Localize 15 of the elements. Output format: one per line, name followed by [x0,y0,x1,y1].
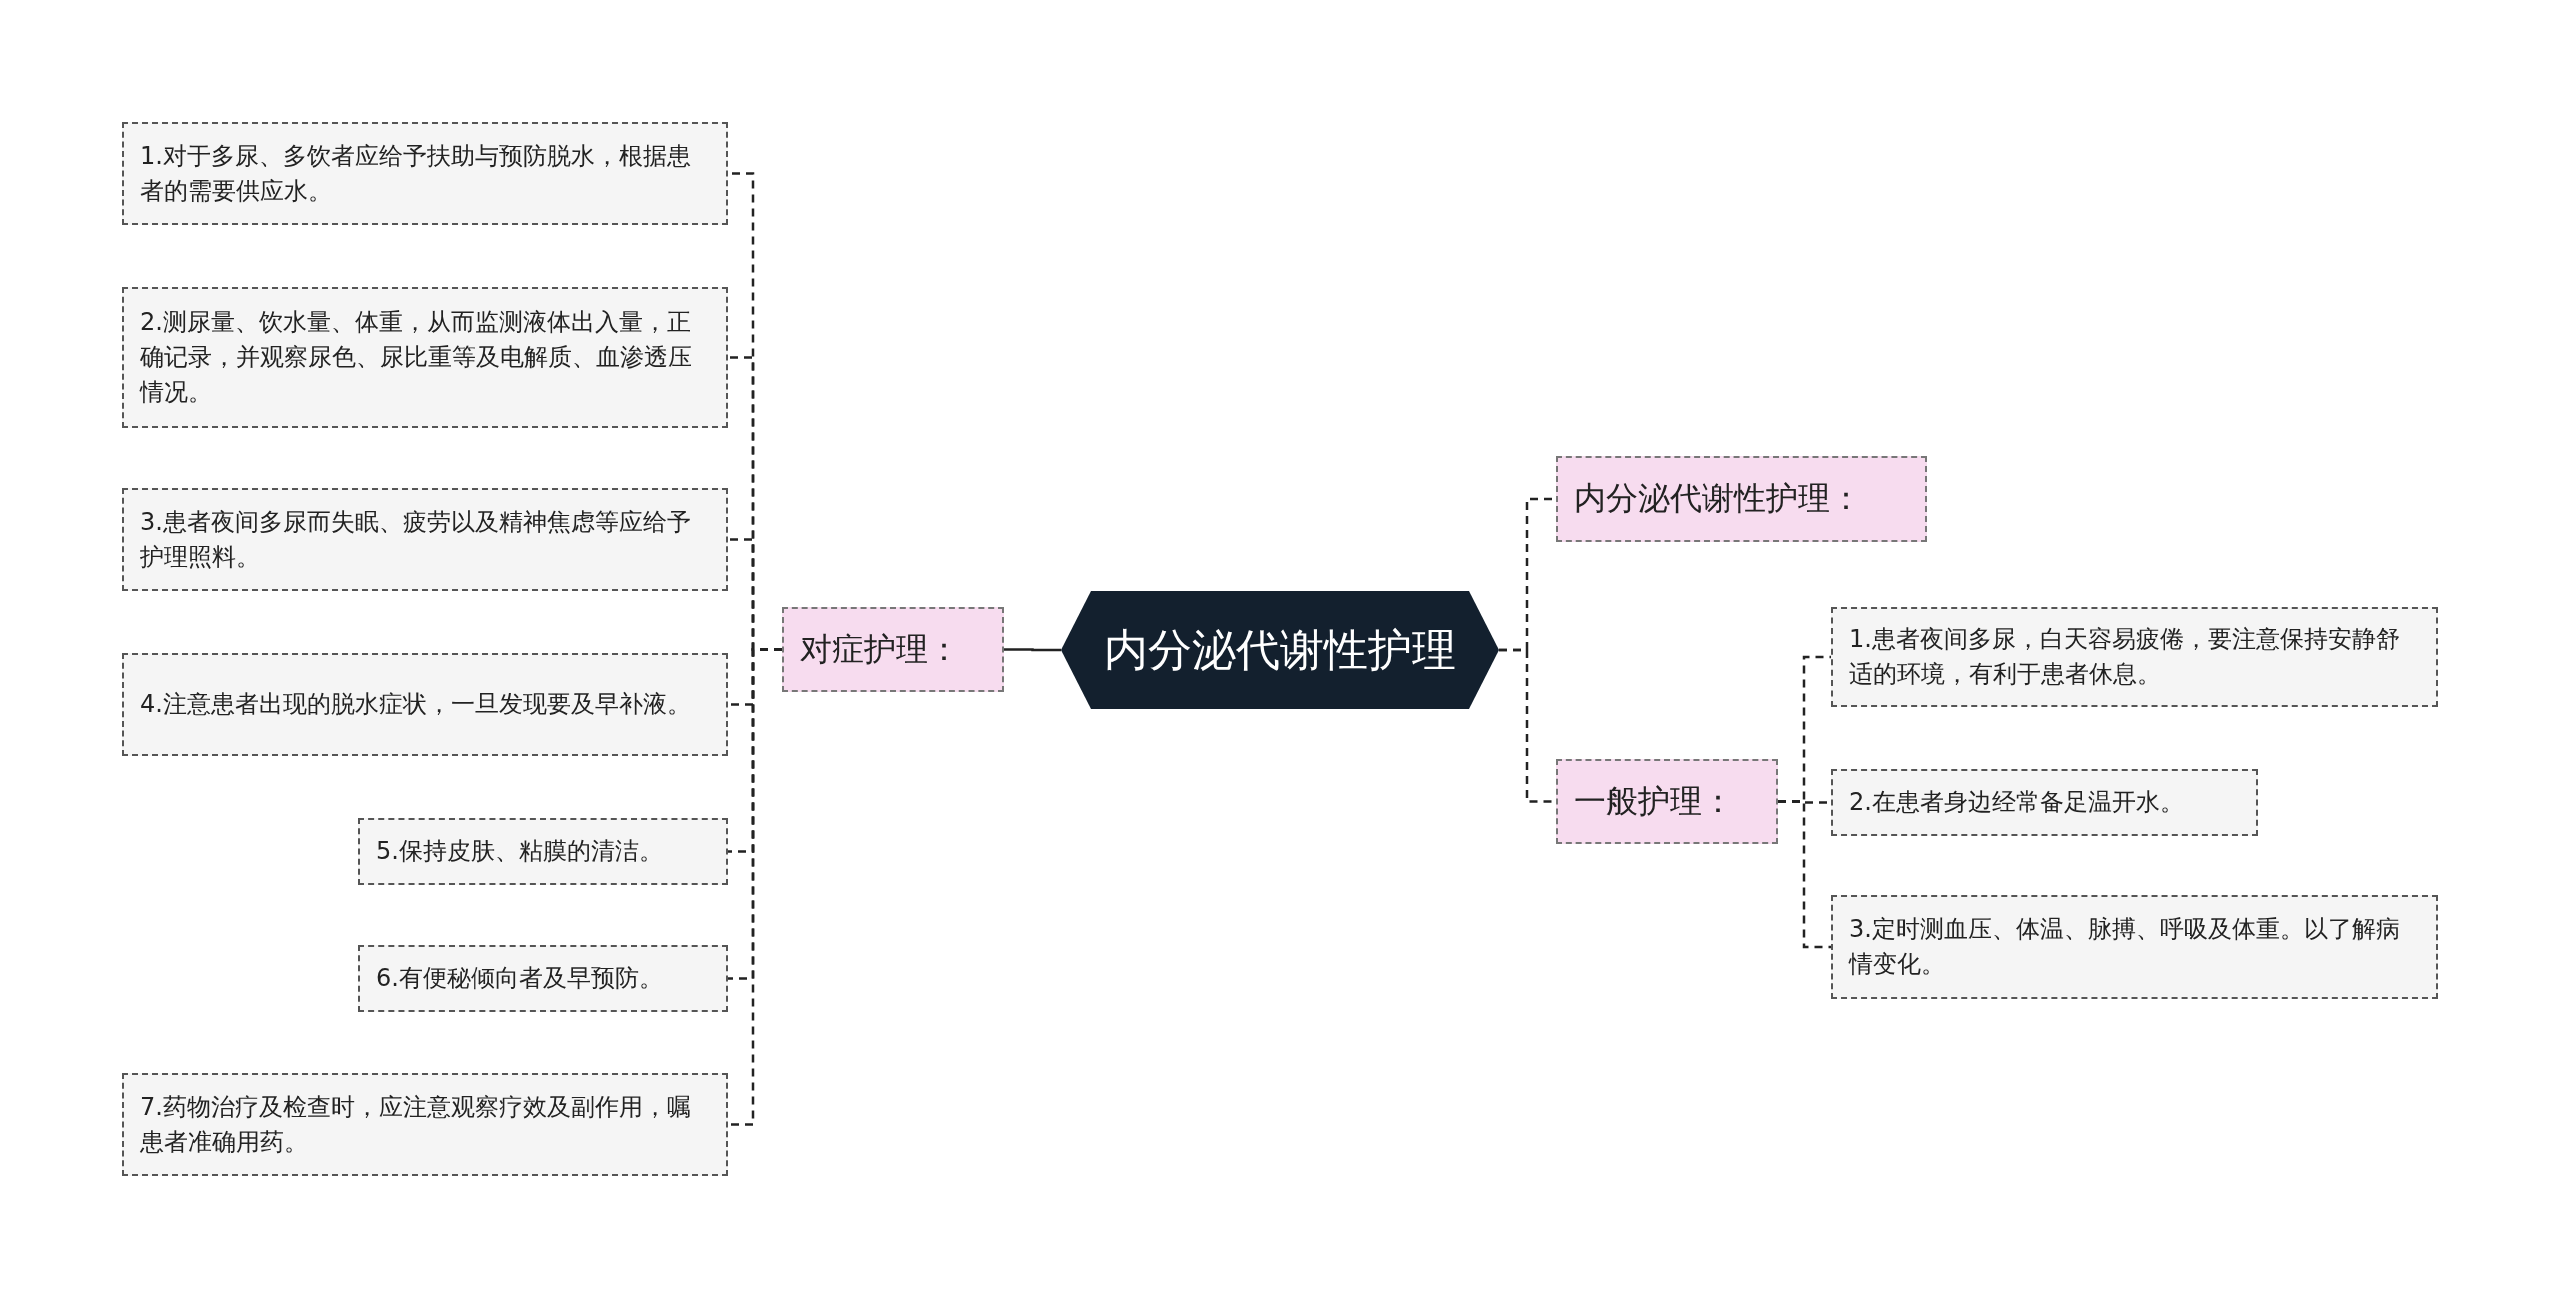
note-box: 6.有便秘倾向者及早预防。 [358,945,728,1012]
topic-box: 一般护理： [1556,759,1778,844]
topic-box: 对症护理： [782,607,1004,692]
note-box: 2.在患者身边经常备足温开水。 [1831,769,2258,836]
note-box: 7.药物治疗及检查时，应注意观察疗效及副作用，嘱患者准确用药。 [122,1073,728,1176]
note-box: 2.测尿量、饮水量、体重，从而监测液体出入量，正确记录，并观察尿色、尿比重等及电解质、血渗透压情况。 [122,287,728,428]
note-box: 3.患者夜间多尿而失眠、疲劳以及精神焦虑等应给予护理照料。 [122,488,728,591]
topic-box: 内分泌代谢性护理： [1556,456,1927,542]
connector-line [1778,800,1831,949]
note-box: 3.定时测血压、体温、脉搏、呼吸及体重。以了解病情变化。 [1831,895,2438,999]
note-box: 4.注意患者出现的脱水症状，一旦发现要及早补液。 [122,653,728,756]
note-box: 1.对于多尿、多饮者应给予扶助与预防脱水，根据患者的需要供应水。 [122,122,728,225]
connector-line [1004,648,1061,652]
note-box: 5.保持皮肤、粘膜的清洁。 [358,818,728,885]
note-box: 1.患者夜间多尿，白天容易疲倦，要注意保持安静舒适的环境，有利于患者休息。 [1831,607,2438,707]
